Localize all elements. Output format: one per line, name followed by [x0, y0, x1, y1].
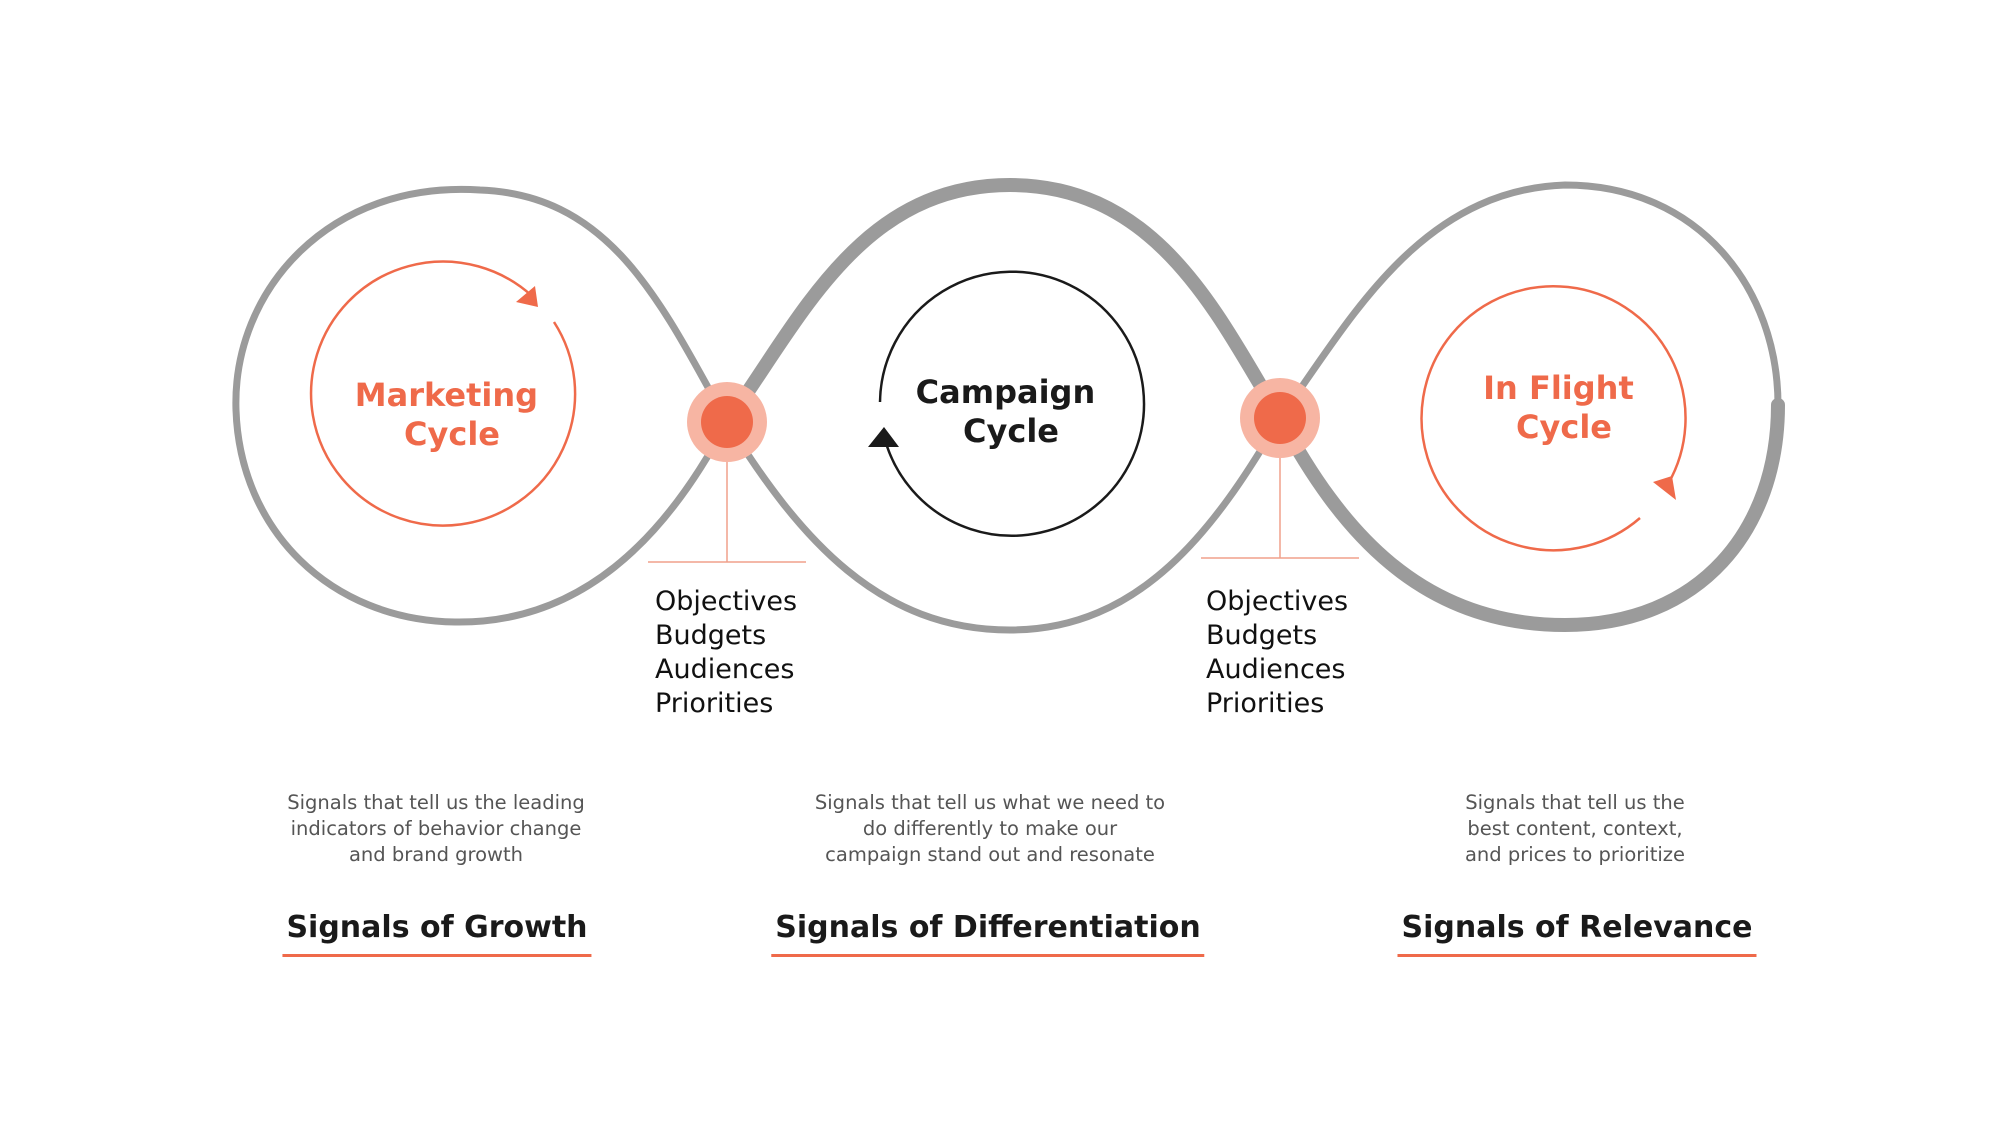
checkpoint-list-2: Objectives Budgets Audiences Priorities [1206, 585, 1348, 721]
signals-of-differentiation-heading: Signals of Differentiation [771, 910, 1206, 957]
description-line: do differently to make our [862, 817, 1118, 840]
campaign-cycle-line1: Campaign [916, 373, 1096, 411]
description-line: Signals that tell us the leading [287, 791, 585, 814]
marketing-cycle-line2: Cycle [404, 415, 500, 453]
track-right-loop [1276, 181, 1782, 422]
in-flight-cycle-label: In Flight Cycle [1483, 369, 1645, 446]
campaign-cycle-ring [878, 270, 1146, 537]
marketing-cycle-arrow-icon [516, 286, 538, 307]
in-flight-cycle-arrow-icon [1653, 476, 1676, 500]
description-line: Signals that tell us what we need to [814, 791, 1166, 814]
in-flight-cycle-ring [1420, 285, 1687, 552]
checkpoint-item: Priorities [655, 688, 774, 719]
checkpoint-item: Objectives [655, 586, 798, 617]
campaign-cycle-line2: Cycle [963, 412, 1059, 450]
description-line: Signals that tell us the [1465, 791, 1685, 814]
checkpoint-item: Audiences [1206, 654, 1346, 685]
campaign-cycle: Campaign Cycle [868, 270, 1146, 537]
description-line: best content, context, [1467, 817, 1683, 840]
checkpoint-item: Budgets [1206, 620, 1318, 651]
track-middle-loop [720, 177, 1287, 429]
track-left-loop [232, 185, 731, 626]
node-core [701, 396, 753, 448]
description-line: and prices to prioritize [1464, 843, 1686, 866]
relevance-description: Signals that tell us the best content, c… [1365, 790, 1785, 868]
checkpoint-node-2 [1240, 378, 1320, 458]
checkpoint-connectors [648, 438, 1359, 563]
description-line: and brand growth [348, 843, 523, 866]
growth-description: Signals that tell us the leading indicat… [226, 790, 646, 868]
signals-of-growth-heading: Signals of Growth [282, 910, 592, 957]
marketing-cycle-line1: Marketing [355, 376, 538, 414]
marketing-cycle-ring [309, 260, 577, 527]
checkpoint-item: Budgets [655, 620, 767, 651]
in-flight-cycle-line2: Cycle [1516, 408, 1612, 446]
campaign-cycle-label: Campaign Cycle [916, 373, 1107, 450]
checkpoint-list-1: Objectives Budgets Audiences Priorities [655, 585, 797, 721]
description-line: indicators of behavior change [290, 817, 582, 840]
checkpoint-item: Audiences [655, 654, 795, 685]
marketing-cycle-label: Marketing Cycle [355, 376, 549, 453]
node-core [1254, 392, 1306, 444]
track-right-loop-lower [1273, 398, 1785, 633]
track-middle-loop-lower [723, 414, 1284, 634]
checkpoint-item: Priorities [1206, 688, 1325, 719]
campaign-cycle-arrow-icon [868, 427, 899, 447]
description-line: campaign stand out and resonate [825, 843, 1155, 866]
marketing-cycle: Marketing Cycle [309, 260, 577, 527]
checkpoint-item: Objectives [1206, 586, 1349, 617]
checkpoint-node-1 [687, 382, 767, 462]
in-flight-cycle-line1: In Flight [1483, 369, 1634, 407]
differentiation-description: Signals that tell us what we need to do … [780, 790, 1200, 868]
in-flight-cycle: In Flight Cycle [1420, 285, 1687, 552]
signals-of-relevance-heading: Signals of Relevance [1397, 910, 1757, 957]
cycle-track [232, 177, 1785, 634]
